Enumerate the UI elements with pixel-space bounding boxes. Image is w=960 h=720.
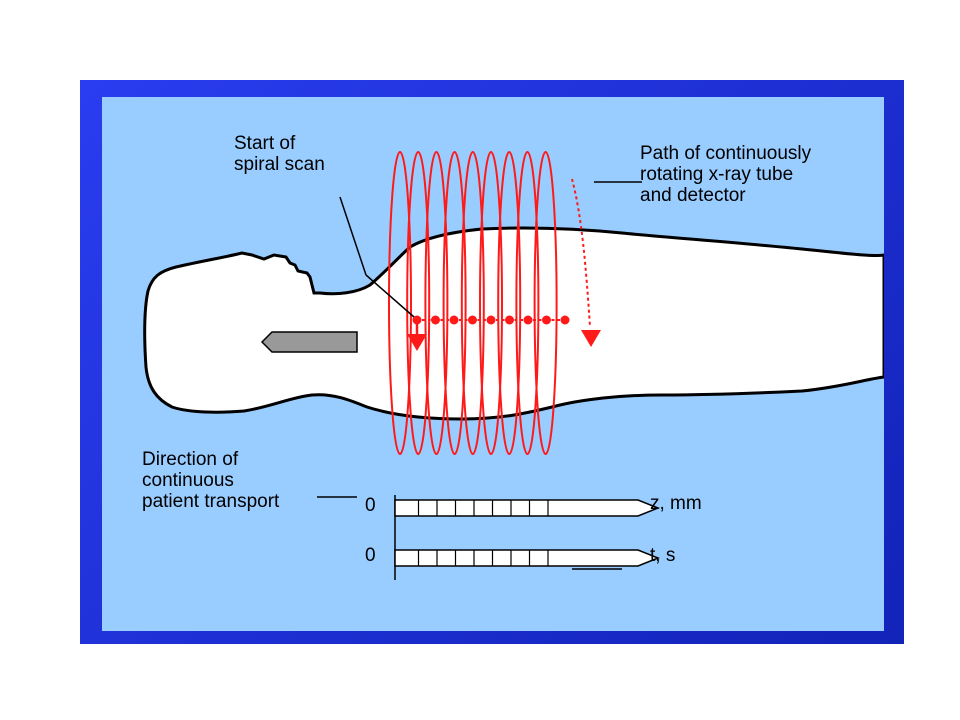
label-direction-line3: patient transport [142,491,280,512]
start-leader-line-2 [365,274,415,318]
spiral-loop [442,151,467,455]
spiral-loop [424,151,449,455]
label-path-line2: rotating x-ray tube [640,164,794,185]
label-patient-transport: Direction of continuous patient transpor… [142,449,279,512]
diagram-panel: Start of spiral scan Path of continuousl… [102,97,884,631]
diagram-frame: Start of spiral scan Path of continuousl… [80,80,904,644]
scan-sample-point [505,315,514,325]
t-axis-bar [394,549,661,567]
start-arrow-head [407,334,427,351]
scan-sample-point [542,315,551,325]
scan-sample-point [431,315,440,325]
label-path-line3: and detector [640,185,746,206]
spiral-loop [388,151,412,455]
spiral-continuation [571,178,591,328]
start-leader-line [339,196,367,276]
axis-arrow-bar [394,549,661,567]
patient-body [143,226,884,421]
label-start-line1: Start of [234,133,296,154]
scan-sample-point [468,315,477,325]
t-axis-origin: 0 [365,545,376,566]
spiral-loop [515,151,540,455]
label-start-line2: spiral scan [234,154,325,175]
label-spiral-path: Path of continuously rotating x-ray tube… [640,143,811,206]
spiral-loop [460,151,485,455]
label-direction-line2: continuous [142,470,234,491]
spiral-loop [533,151,558,455]
spiral-loop [479,151,503,455]
spiral-ct-diagram [143,151,884,580]
t-axis-label: t, s [650,545,676,566]
scan-sample-points [412,315,570,325]
spiral-loop [497,151,522,455]
z-axis-origin: 0 [365,495,376,516]
label-start-spiral-scan: Start of spiral scan [234,133,325,175]
spiral-loop [406,151,431,455]
scan-sample-point [486,315,496,325]
scan-sample-point [449,315,459,325]
z-axis-bar [394,499,661,517]
spiral-path [388,151,558,455]
spiral-end-arrow [581,330,601,347]
z-axis-label: z, mm [650,493,702,514]
axis-arrow-bar [394,499,661,517]
label-direction-line1: Direction of [142,449,239,470]
scan-sample-point [560,315,570,325]
patient-table [260,331,358,353]
scan-sample-point [412,315,422,325]
label-path-line1: Path of continuously [640,143,812,164]
scan-sample-point [523,315,533,325]
